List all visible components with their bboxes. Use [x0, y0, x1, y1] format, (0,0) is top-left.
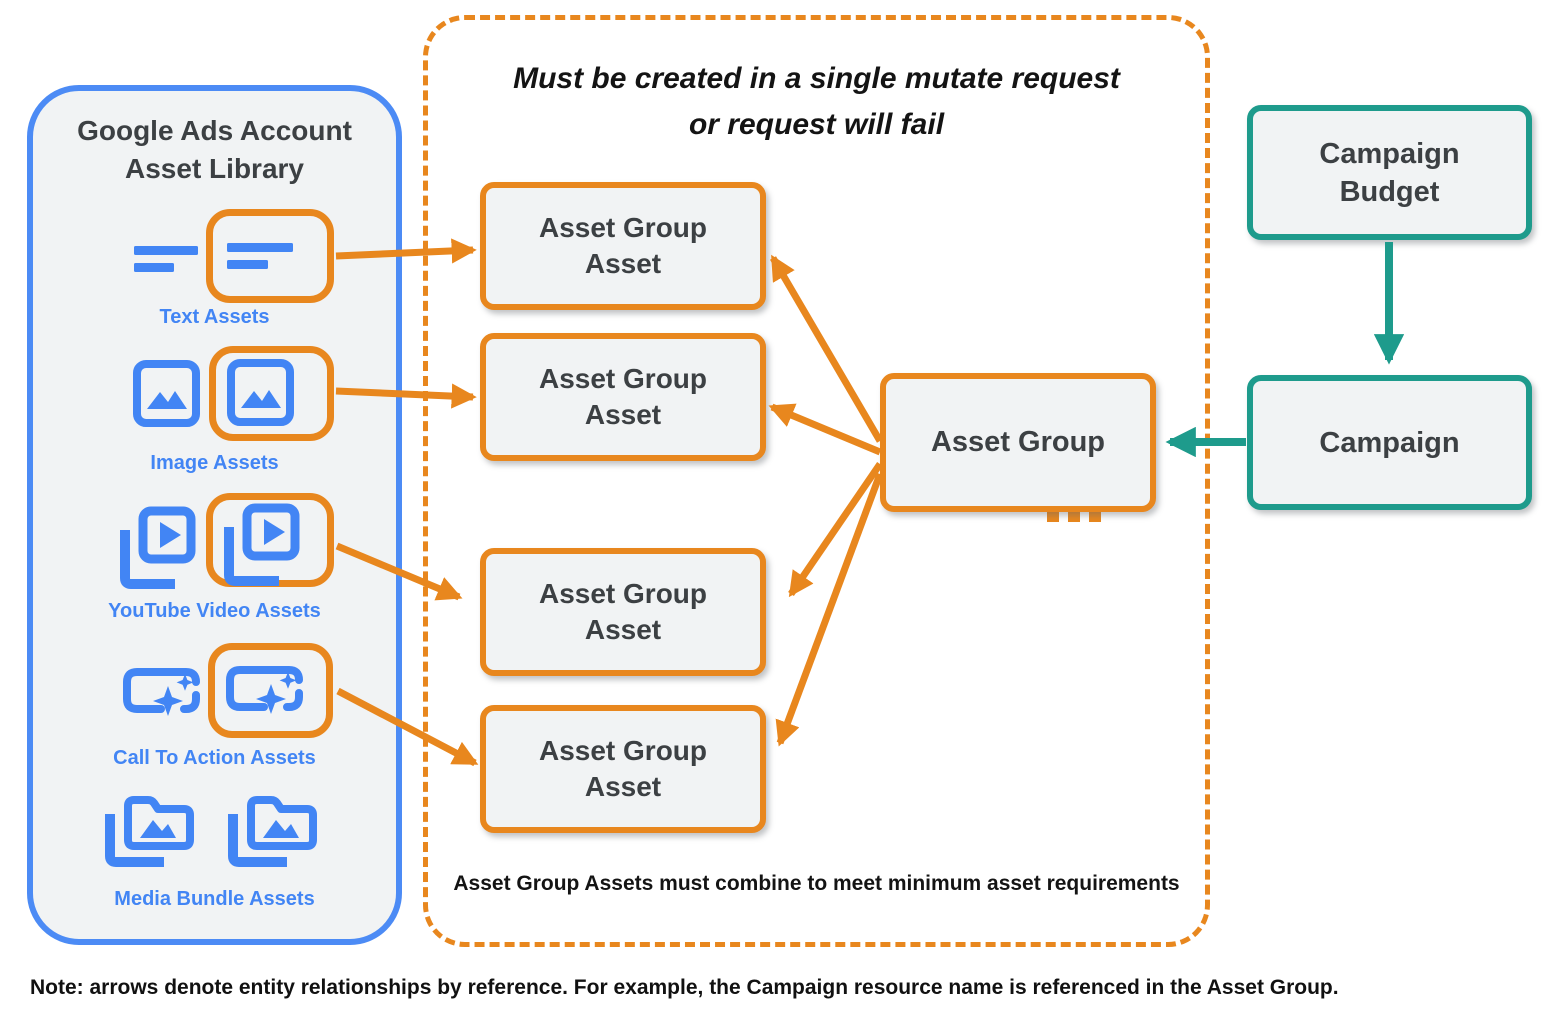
asset-group-asset-box-1: Asset Group Asset	[480, 182, 766, 310]
minimum-asset-requirements-note: Asset Group Assets must combine to meet …	[453, 872, 1180, 895]
image-asset-icon-highlighted	[227, 359, 294, 426]
asset-library-panel: Google Ads Account Asset Library Text As…	[27, 85, 402, 945]
asset-library-title: Google Ads Account Asset Library	[77, 115, 352, 184]
asset-group-box: Asset Group	[880, 373, 1156, 512]
asset-group-asset-box-3: Asset Group Asset	[480, 548, 766, 676]
reference-note: Note: arrows denote entity relationships…	[30, 976, 1339, 999]
media-bundle-asset-icon	[105, 796, 194, 867]
mutate-request-title: Must be created in a single mutate reque…	[513, 62, 1120, 141]
youtube-video-asset-icon-highlighted	[224, 503, 300, 586]
call-to-action-asset-selection-outline	[208, 643, 333, 738]
campaign-budget-box: Campaign Budget	[1247, 105, 1532, 240]
mutate-request-group: Must be created in a single mutate reque…	[423, 15, 1210, 947]
call-to-action-assets-label: Call To Action Assets	[113, 747, 316, 769]
media-bundle-asset-icon	[228, 796, 317, 867]
ellipsis-more-assets	[1024, 510, 1124, 522]
call-to-action-asset-icon-highlighted	[226, 666, 303, 714]
asset-group-asset-box-2: Asset Group Asset	[480, 333, 766, 461]
youtube-video-assets-label: YouTube Video Assets	[108, 600, 321, 622]
image-assets-label: Image Assets	[150, 452, 279, 474]
text-asset-selection-outline	[206, 209, 334, 303]
text-assets-label: Text Assets	[159, 306, 270, 328]
image-asset-icon	[133, 360, 200, 427]
text-asset-icon	[134, 246, 198, 272]
image-asset-selection-outline	[209, 346, 334, 441]
asset-group-asset-box-4: Asset Group Asset	[480, 705, 766, 833]
text-asset-icon-highlighted	[227, 243, 293, 269]
media-bundle-assets-label: Media Bundle Assets	[114, 888, 315, 910]
youtube-video-asset-icon	[120, 506, 196, 589]
campaign-box: Campaign	[1247, 375, 1532, 510]
call-to-action-asset-icon	[123, 668, 200, 716]
